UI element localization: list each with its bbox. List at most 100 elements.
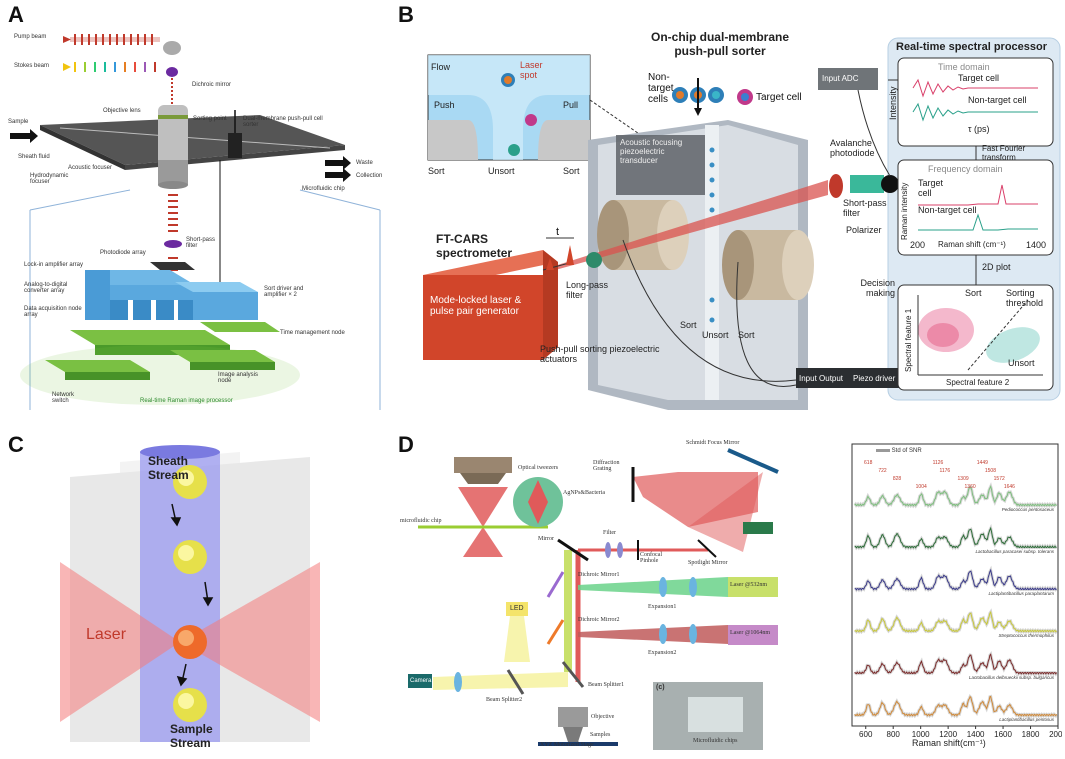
label-realtime: Real-time Raman image processor: [140, 398, 233, 404]
adc-box: [818, 68, 878, 90]
label-filter: Filter: [603, 530, 616, 536]
peak-label: 1360: [965, 484, 976, 490]
label-sort-2d: Sort: [965, 288, 982, 298]
label-waste: Waste: [356, 160, 373, 166]
label-beam-splitter1: Beam Splitter1: [588, 682, 625, 688]
label-sort-right: Sort: [563, 166, 580, 176]
x-tick-label: 800: [887, 730, 901, 739]
label-laser1064: Laser @1064nm: [730, 630, 771, 636]
peak-label: 1646: [1004, 484, 1015, 490]
x-tick-label: 600: [859, 730, 873, 739]
x-tick-label: 1800: [1022, 730, 1040, 739]
dichroic-mirror: [163, 41, 181, 55]
lockin-amplifier-array: [85, 270, 195, 320]
label-microfluidic-chips: Microfluidic chips: [693, 738, 738, 744]
label-raman-shift: Raman shift (cm⁻¹): [938, 240, 1006, 249]
label-time-domain: Time domain: [938, 62, 990, 72]
stokes-beam: [63, 62, 156, 72]
legend-std: Std of SNR: [876, 448, 922, 454]
label-polarizer: Polarizer: [846, 225, 882, 235]
label-objective-d: Objective: [591, 714, 615, 720]
label-freq-domain: Frequency domain: [928, 164, 1003, 174]
label-unsort: Unsort: [488, 166, 515, 176]
long-pass-filter: [586, 252, 602, 268]
label-pump: Pump beam: [14, 34, 47, 40]
label-sorting-point: Sorting point: [193, 116, 227, 122]
label-sample-stream: Sample Stream: [170, 722, 213, 750]
label-chip: Microfluidic chip: [302, 186, 345, 192]
label-lockin: Lock-in amplifier array: [24, 262, 84, 268]
label-spectral1: Spectral feature 1: [904, 308, 913, 372]
label-dichroic2: Dichroic Mirror2: [578, 617, 620, 623]
label-agnps: AgNPs&Bacteria: [563, 490, 605, 496]
laser-beam-left: [60, 562, 180, 722]
label-xyz: XYZ Motorized Stage: [540, 742, 594, 748]
label-daq: Data acquisition node array: [24, 306, 82, 318]
pump-beam: [63, 34, 160, 45]
label-t: t: [556, 226, 560, 238]
laser-box: [423, 275, 543, 360]
label-target-cell: Target cell: [958, 73, 1000, 83]
label-dichroic: Dichroic mirror: [192, 82, 231, 88]
adc-label: ADC: [841, 74, 859, 83]
short-pass-filter: [164, 240, 182, 248]
label-non-target: Non-target cells: [648, 72, 674, 105]
series-line: [854, 568, 1057, 591]
label-sort-b2: Sort: [738, 330, 755, 340]
label-laser532: Laser @532nm: [730, 582, 768, 588]
peak-label: 1004: [916, 484, 927, 490]
laser-beam-right: [180, 562, 320, 722]
label-x-min: 200: [910, 240, 926, 250]
peak-label: 1309: [958, 476, 969, 482]
label-laser-gen: Mode-locked laser & pulse pair generator: [430, 295, 522, 317]
label-acoustic-transducer: Acoustic focusing piezoelectric transduc…: [620, 138, 683, 165]
series-line: [854, 610, 1057, 633]
label-spectrometer: FT-CARS spectrometer: [436, 232, 513, 260]
label-sheath: Sheath fluid: [18, 154, 50, 160]
label-flow: Flow: [431, 62, 451, 72]
series-name-label: Streptococcus thermophilus: [998, 633, 1054, 638]
peak-label: 618: [864, 460, 873, 466]
panel-c-illustration: [60, 445, 320, 742]
peak-label: 1449: [977, 460, 988, 466]
peak-label: 1508: [985, 468, 996, 474]
peak-label: 828: [893, 476, 902, 482]
label-c-inset: (c): [656, 684, 665, 691]
x-tick-label: 1000: [912, 730, 930, 739]
label-hydro: Hydrodynamic focuser: [30, 173, 69, 185]
label-x-max: 1400: [1026, 240, 1047, 250]
label-input-adc: Input ADC: [822, 74, 858, 83]
panel-a: Pump beam Stokes beam Dichroic mirror Sa…: [0, 0, 390, 430]
label-intensity: Intensity: [888, 86, 898, 120]
peak-label: 1572: [994, 476, 1005, 482]
led-box: [506, 602, 528, 616]
label-non-target-cell-2: Non-target cell: [918, 205, 977, 215]
series-line: [854, 695, 1058, 717]
series-line: [854, 526, 1057, 549]
peak-label: 722: [878, 468, 887, 474]
panel-letter-a: A: [8, 2, 24, 27]
label-2d-plot: 2D plot: [982, 262, 1011, 272]
panel-c: Sheath Stream Laser Sample Stream: [0, 432, 390, 754]
x-axis-label: Raman shift(cm⁻¹): [912, 738, 986, 748]
objective-d: [558, 707, 588, 727]
label-short-pass: Short-pass filter: [186, 237, 216, 249]
label-spotlight: Spotlight Mirror: [688, 560, 728, 566]
peak-label: 1126: [933, 460, 944, 466]
label-laser-c: Laser: [86, 626, 127, 643]
label-avalanche: Avalanche photodiode: [830, 138, 875, 158]
label-beam-splitter2: Beam Splitter2: [486, 697, 523, 703]
label-dichroic1: Dichroic Mirror1: [578, 572, 620, 578]
label-threshold: Sorting threshold: [1006, 288, 1044, 308]
sample-arrow: [10, 129, 38, 143]
label-objective: Objective lens: [103, 108, 141, 114]
sort-driver: [193, 292, 258, 320]
label-adc: Analog-to-digital converter array: [24, 282, 68, 294]
label-photodiode: Photodiode array: [100, 250, 146, 256]
label-short-pass-b: Short-pass filter: [843, 198, 887, 218]
x-tick-label: 2000: [1049, 730, 1062, 739]
title-sorter: On-chip dual-membrane push-pull sorter: [650, 30, 790, 58]
label-actuators: Push-pull sorting piezoelectric actuator…: [540, 344, 660, 364]
